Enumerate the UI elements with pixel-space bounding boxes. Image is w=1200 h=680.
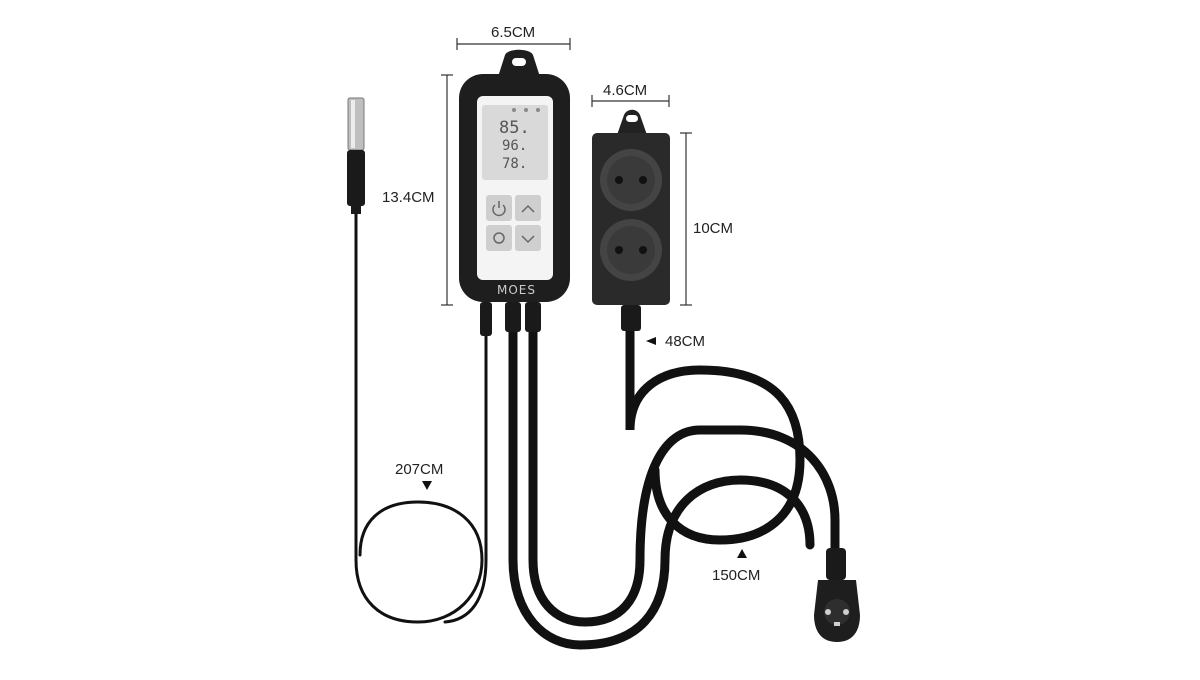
controller-width-label: 6.5CM bbox=[491, 24, 536, 41]
gear-icon bbox=[493, 232, 505, 244]
probe-cable-label: 207CM bbox=[395, 461, 444, 478]
socket-cable bbox=[625, 325, 805, 545]
brand-logo: MOES bbox=[497, 283, 536, 297]
socket-cable-label: 48CM bbox=[665, 333, 706, 350]
controller-cable-b bbox=[528, 325, 645, 627]
power-icon bbox=[492, 201, 506, 217]
power-plug bbox=[814, 548, 860, 642]
chevron-down-icon bbox=[521, 235, 535, 244]
chevron-up-icon bbox=[521, 204, 535, 213]
lcd-temp-2: 96. bbox=[502, 138, 528, 154]
socket-width-label: 4.6CM bbox=[603, 82, 648, 99]
controller-unit bbox=[459, 49, 570, 336]
up-button bbox=[515, 195, 541, 221]
socket-unit bbox=[592, 109, 670, 331]
arrow-207-icon bbox=[422, 481, 432, 490]
cables bbox=[354, 210, 840, 650]
controller-cable-a bbox=[508, 325, 670, 650]
temperature-probe bbox=[347, 97, 365, 214]
down-button bbox=[515, 225, 541, 251]
settings-button bbox=[486, 225, 512, 251]
socket-height-label: 10CM bbox=[693, 220, 734, 237]
power-cable bbox=[635, 425, 840, 565]
arrow-48-icon bbox=[646, 337, 656, 345]
lcd-temp-3: 78. bbox=[502, 156, 528, 172]
probe-cable bbox=[354, 210, 484, 624]
dimension-lines bbox=[441, 38, 692, 306]
lcd-screen bbox=[482, 105, 548, 180]
arrow-150-icon bbox=[737, 549, 747, 558]
power-cable-label: 150CM bbox=[712, 567, 761, 584]
lcd-temp-1: 85. bbox=[499, 118, 530, 138]
controller-height-label: 13.4CM bbox=[382, 189, 435, 206]
